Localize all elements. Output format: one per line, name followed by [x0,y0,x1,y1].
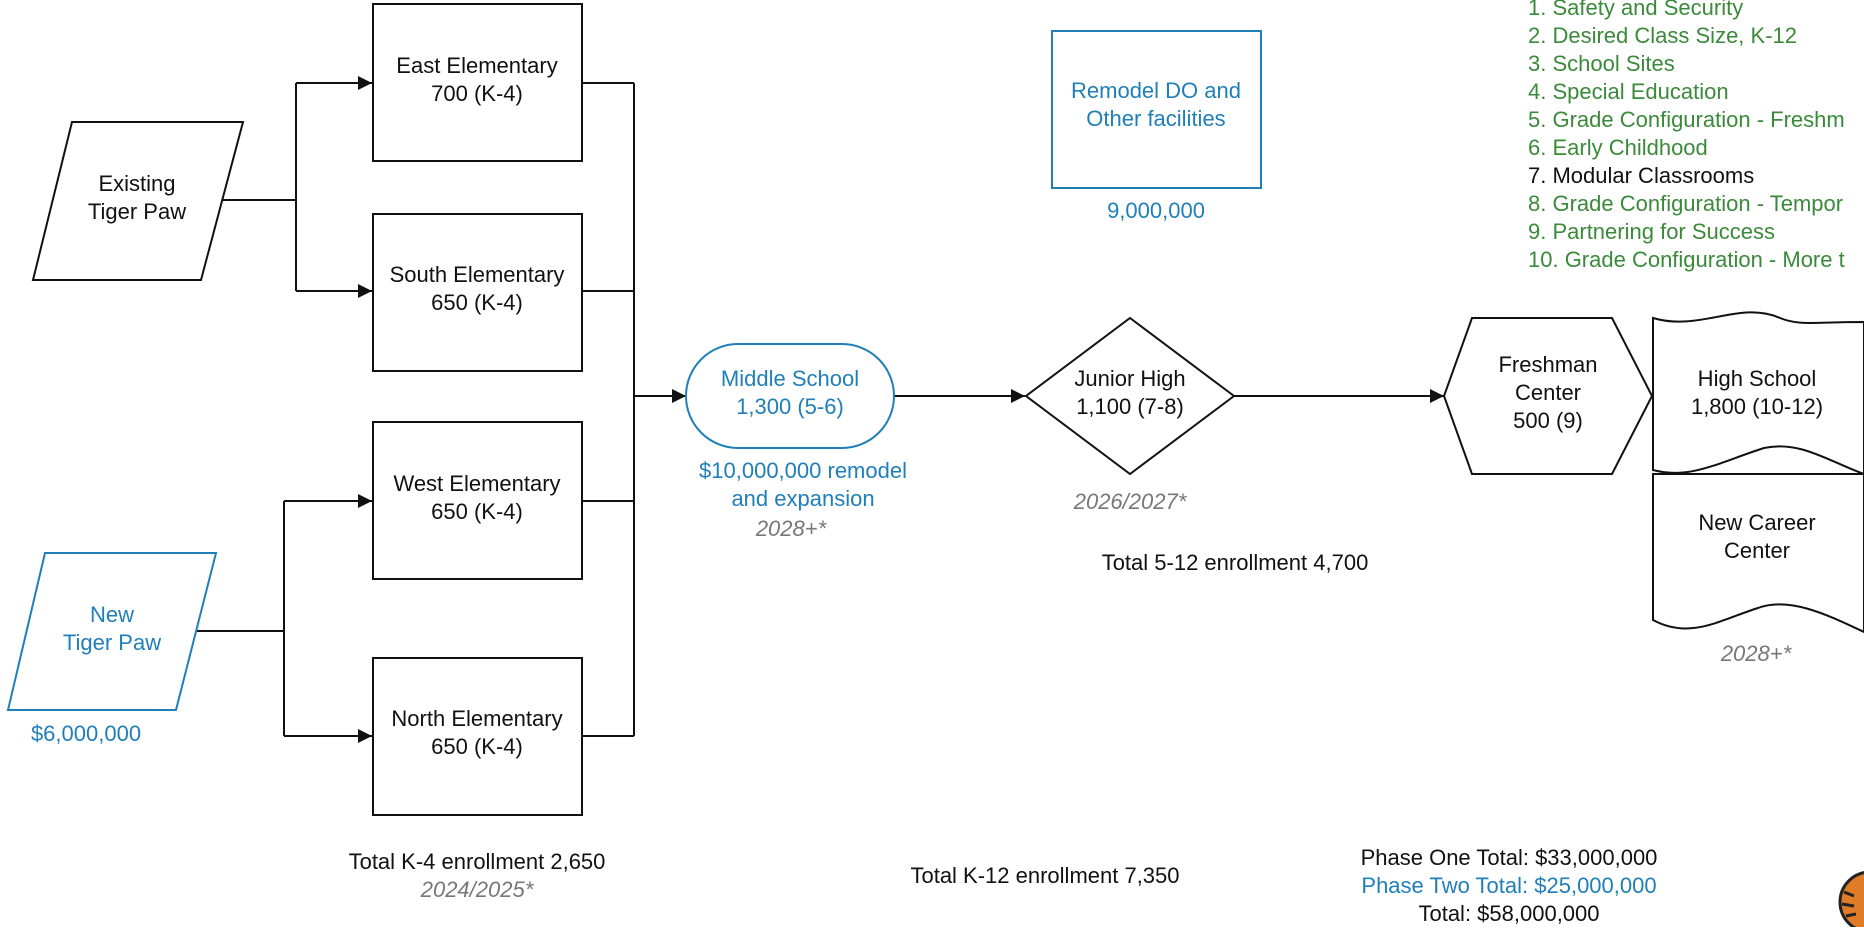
east-elementary-name: East Elementary [396,53,558,78]
new-tiger-paw-label-2: Tiger Paw [62,630,162,655]
grand-total: Total: $58,000,000 [1418,901,1600,926]
high-school-enrollment: 1,800 (10-12) [1690,394,1824,419]
middle-school-name: Middle School [720,366,860,391]
priority-item: 2. Desired Class Size, K-12 [1528,23,1797,48]
priority-item: 7. Modular Classrooms [1528,163,1755,188]
middle-school-year: 2028+* [755,516,827,541]
priority-item: 4. Special Education [1528,79,1729,104]
existing-tiger-paw-shape [31,121,245,281]
priority-item: 9. Partnering for Success [1528,219,1776,244]
priority-item: 8. Grade Configuration - Tempor [1528,191,1844,216]
total-k4-enrollment: Total K-4 enrollment 2,650 [348,849,606,874]
remodel-do-box [1051,30,1262,189]
junior-high-enrollment: 1,100 (7-8) [1076,394,1184,419]
phase-one-total: Phase One Total: $33,000,000 [1360,845,1658,870]
total-5-12-enrollment: Total 5-12 enrollment 4,700 [1101,550,1369,575]
existing-tiger-paw-label-2: Tiger Paw [87,199,187,224]
junior-high-diamond [1024,316,1236,476]
priority-item: 1. Safety and Security [1528,0,1744,20]
middle-school-cost-2: and expansion [731,486,875,511]
west-elementary-name: West Elementary [393,471,561,496]
new-tiger-paw-cost: $6,000,000 [30,721,142,746]
priority-item: 10. Grade Configuration - More t [1528,247,1845,272]
east-elementary-enrollment: 700 (K-4) [431,81,523,106]
remodel-do-cost: 9,000,000 [1107,198,1205,223]
freshman-center-enrollment: 500 (9) [1513,408,1583,433]
high-school-document-shape [1652,311,1864,476]
middle-school-shape [685,343,895,449]
new-tiger-paw-shape [6,552,218,711]
existing-tiger-paw-label-1: Existing [98,171,176,196]
new-tiger-paw-label-1: New [89,602,135,627]
south-elementary-box [372,213,583,372]
priority-item: 5. Grade Configuration - Freshm [1528,107,1845,132]
north-elementary-box [372,657,583,816]
freshman-center-label-2: Center [1514,380,1582,405]
remodel-do-label-2: Other facilities [1086,106,1226,131]
priority-item: 3. School Sites [1528,51,1675,76]
priority-item: 6. Early Childhood [1528,135,1708,160]
priority-list: 1. Safety and Security 2. Desired Class … [1528,0,1864,274]
north-elementary-enrollment: 650 (K-4) [431,734,523,759]
north-elementary-name: North Elementary [391,706,563,731]
west-elementary-enrollment: 650 (K-4) [431,499,523,524]
high-school-name: High School [1697,366,1817,391]
career-center-label-2: Center [1723,538,1791,563]
career-center-year: 2028+* [1720,641,1792,666]
east-elementary-box [372,3,583,162]
remodel-do-label-1: Remodel DO and [1071,78,1241,103]
freshman-center-hexagon [1442,317,1654,475]
south-elementary-name: South Elementary [389,262,565,287]
junior-high-year: 2026/2027* [1073,489,1187,514]
total-k4-year: 2024/2025* [420,877,534,902]
freshman-center-label-1: Freshman [1498,352,1598,377]
career-center-document-shape [1652,473,1864,634]
middle-school-cost-1: $10,000,000 remodel [699,458,907,483]
middle-school-enrollment: 1,300 (5-6) [736,394,844,419]
tiger-mascot-icon [1838,871,1864,927]
total-k12-enrollment: Total K-12 enrollment 7,350 [910,863,1180,888]
south-elementary-enrollment: 650 (K-4) [431,290,523,315]
phase-two-total: Phase Two Total: $25,000,000 [1361,873,1657,898]
junior-high-name: Junior High [1074,366,1186,391]
west-elementary-box [372,421,583,580]
career-center-label-1: New Career [1698,510,1816,535]
